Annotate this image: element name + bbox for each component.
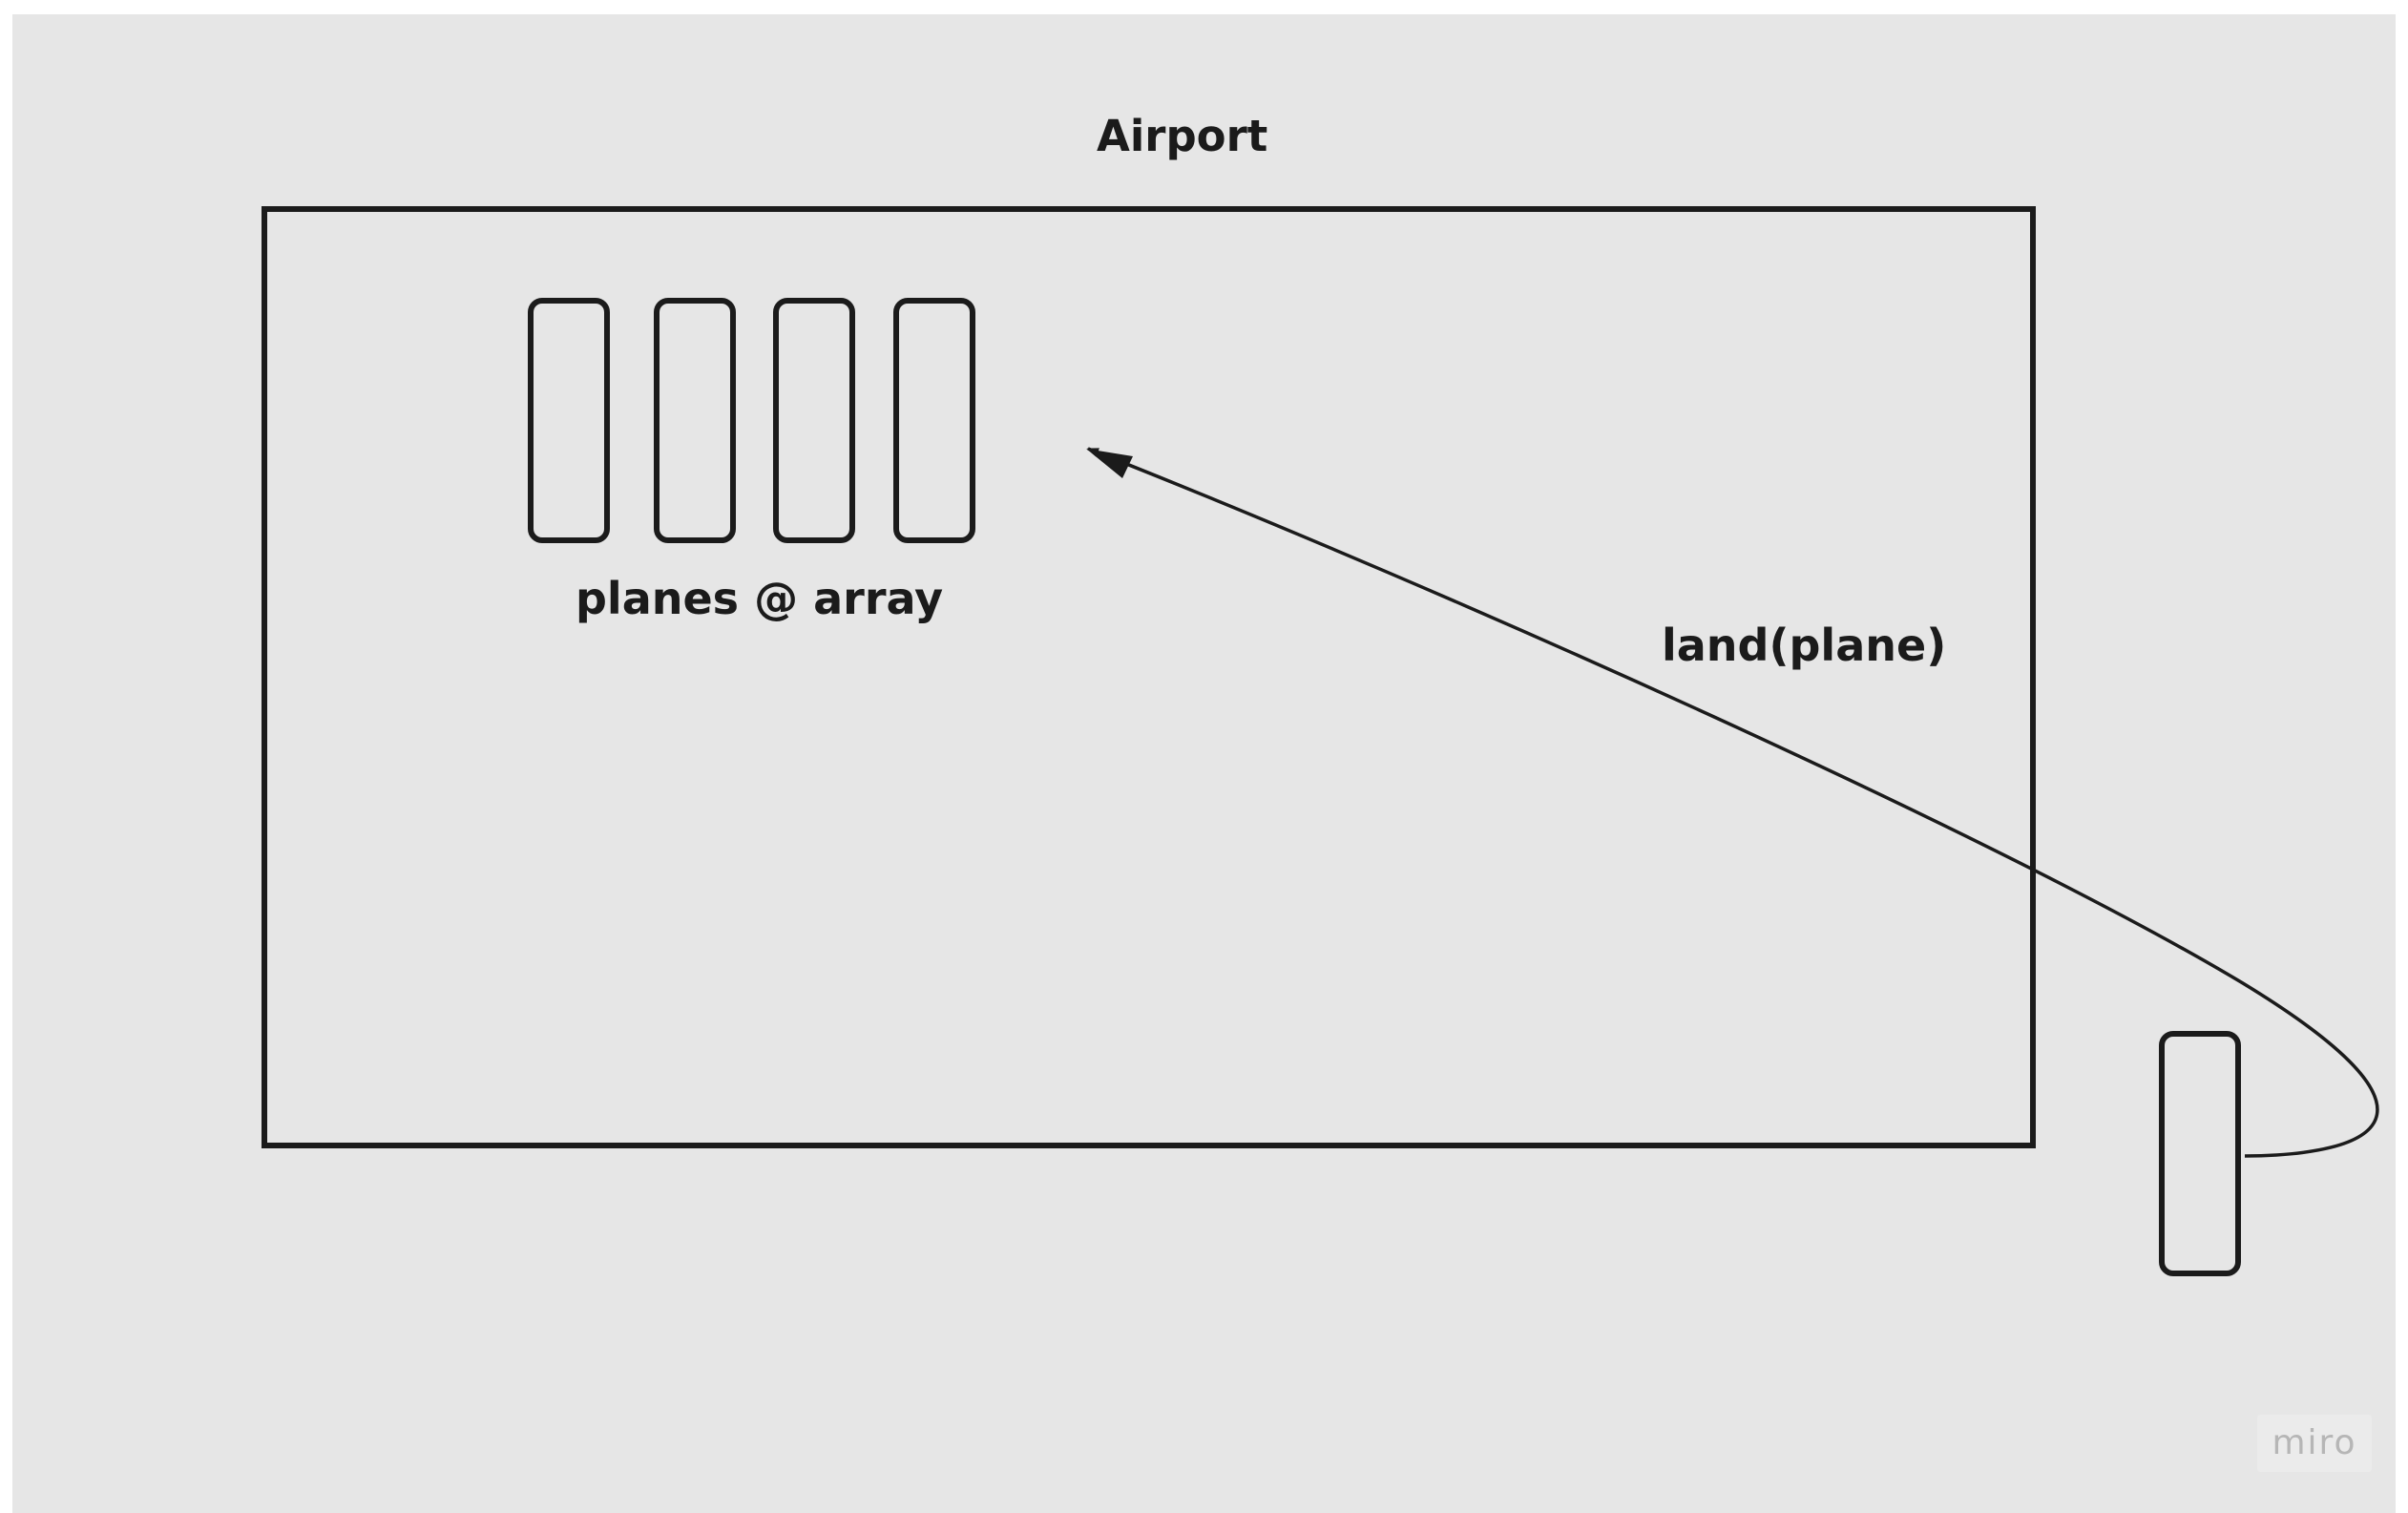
land-arrow-head — [1086, 449, 1133, 478]
airport-frame[interactable] — [262, 206, 2036, 1148]
land-method-label[interactable]: land(plane) — [1662, 620, 1947, 671]
plane-slot-2[interactable] — [654, 298, 736, 543]
airport-title[interactable]: Airport — [1097, 111, 1268, 161]
incoming-plane[interactable] — [2159, 1031, 2241, 1276]
miro-watermark: miro — [2257, 1415, 2372, 1472]
planes-array-label[interactable]: planes @ array — [576, 573, 944, 624]
board-background — [12, 14, 2396, 1513]
plane-slot-3[interactable] — [773, 298, 855, 543]
land-arrow[interactable] — [1087, 447, 2379, 1158]
plane-slot-4[interactable] — [893, 298, 975, 543]
plane-slot-1[interactable] — [528, 298, 610, 543]
miro-logo-text: miro — [2272, 1423, 2357, 1462]
